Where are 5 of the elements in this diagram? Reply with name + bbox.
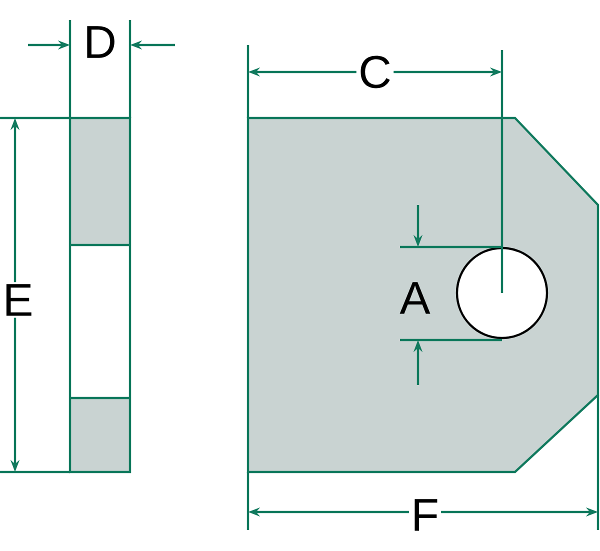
dimension-label: A bbox=[400, 282, 430, 314]
dimension-label: F bbox=[408, 497, 442, 533]
dimension-label: D bbox=[87, 26, 114, 58]
dimension-label: C bbox=[356, 54, 394, 90]
dimension-label: E bbox=[0, 282, 36, 318]
